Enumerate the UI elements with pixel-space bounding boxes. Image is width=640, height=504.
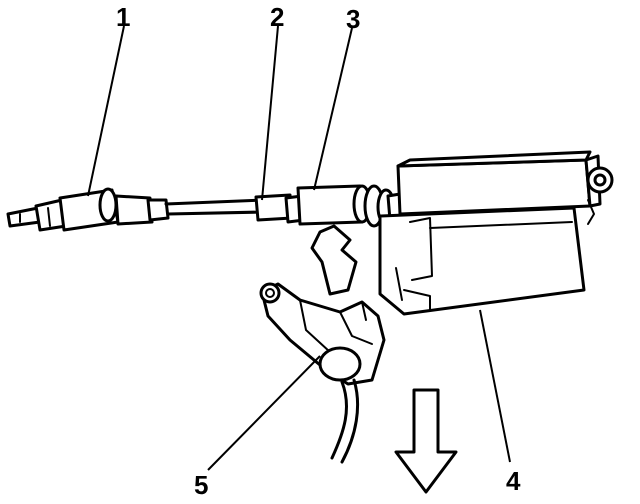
callout-labels: 1 2 3 4 5 [116,2,521,500]
leader-line-5 [207,355,321,471]
cable-end-fitting [6,187,170,232]
leader-lines [87,25,511,471]
cable-housing-sleeve [284,184,404,228]
actuator-module [378,150,614,316]
down-arrow-icon [394,388,458,494]
callout-1: 1 [116,2,130,32]
leader-line-2 [261,25,279,201]
cable [164,193,294,222]
latch-bracket [259,224,386,464]
callout-5: 5 [194,470,208,500]
callout-3: 3 [346,4,360,34]
leader-line-3 [313,27,353,191]
callout-2: 2 [270,2,284,32]
leader-line-4 [479,309,511,463]
leader-line-1 [87,25,125,197]
callout-4: 4 [506,466,521,496]
